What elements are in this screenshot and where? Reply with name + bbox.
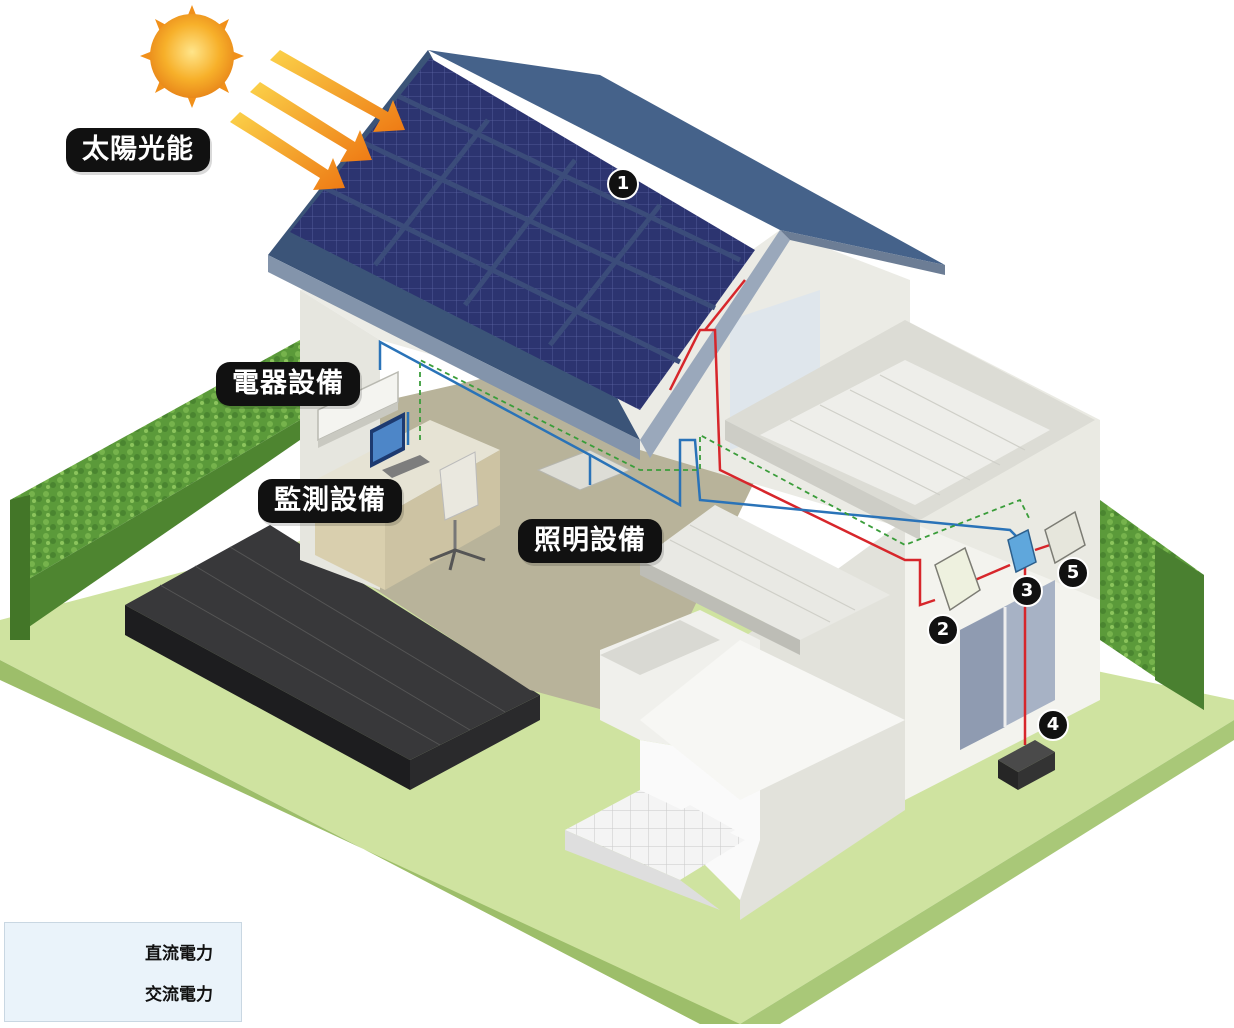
air-conditioner <box>317 370 399 448</box>
badge-inverter: 3 <box>1011 575 1043 607</box>
badge-solar-panel: 1 <box>607 168 639 200</box>
sun-ray-arrows <box>230 50 405 190</box>
sun-icon <box>140 5 244 108</box>
legend-item-ac: 交流電力 <box>33 978 243 1008</box>
wooden-deck <box>125 525 540 790</box>
lighting-fixture <box>536 449 632 491</box>
badge-battery: 4 <box>1037 709 1069 741</box>
legend-label-ac: 交流電力 <box>145 985 213 1005</box>
label-solar-energy: 太陽光能 <box>66 128 210 172</box>
badge-junction-box: 2 <box>927 614 959 646</box>
legend-label-dc: 直流電力 <box>145 944 213 964</box>
dc-power-wiring <box>668 279 1051 745</box>
hedge <box>10 340 1204 710</box>
legend-item-dc: 直流電力 <box>33 937 243 967</box>
ac-power-wiring <box>378 339 1021 541</box>
kitchen-area <box>600 610 905 900</box>
label-lighting: 照明設備 <box>518 519 662 563</box>
carport-canopy <box>640 505 890 655</box>
solar-panel-array <box>290 58 755 410</box>
tiled-steps <box>565 790 745 910</box>
label-appliances: 電器設備 <box>216 362 360 406</box>
badge-meter: 5 <box>1057 557 1089 589</box>
equipment-boxes <box>934 510 1086 790</box>
legend: 直流電力 交流電力 <box>4 922 242 1022</box>
monitoring-signal-line <box>419 358 1031 546</box>
label-monitoring: 監測設備 <box>258 479 402 523</box>
